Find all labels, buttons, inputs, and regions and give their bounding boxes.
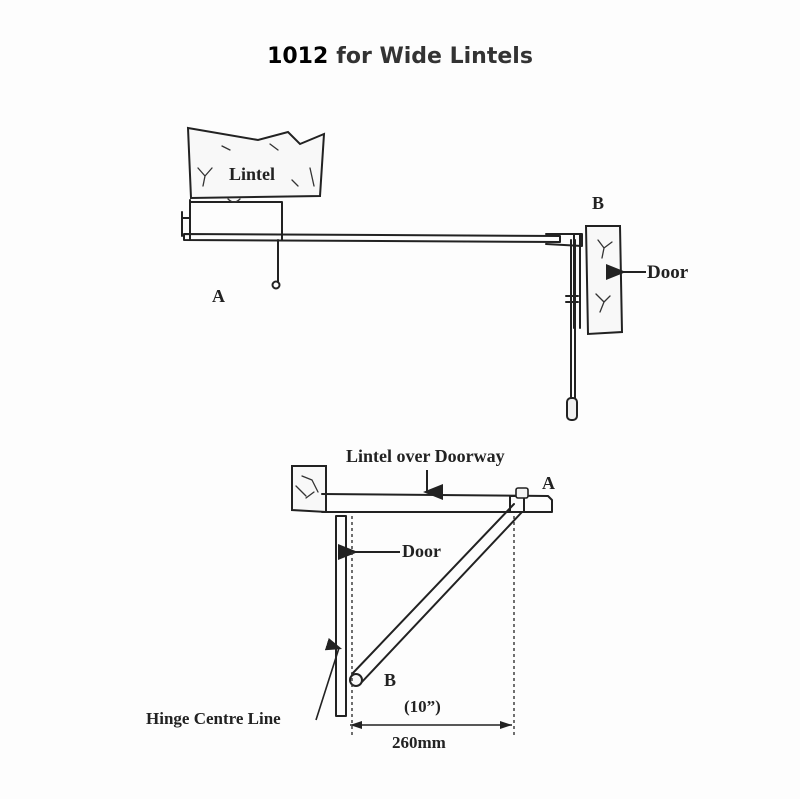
plan-lintel-label: Lintel over Doorway — [346, 446, 505, 466]
plan-arm — [351, 503, 523, 685]
lintel-bracket — [181, 199, 283, 283]
plan-point-a: A — [542, 473, 555, 493]
top-lintel-label: Lintel — [229, 164, 275, 184]
title-text: for Wide Lintels — [336, 44, 533, 69]
top-point-b: B — [592, 193, 604, 213]
hinge-arrow — [315, 638, 343, 721]
dimension-mm: 260mm — [392, 733, 446, 752]
door-fixing — [565, 233, 581, 329]
lintel-hatch — [197, 143, 315, 187]
lintel-mount-curve — [227, 198, 241, 203]
pivot-block — [515, 487, 529, 499]
dimension-arrow-left — [350, 721, 362, 729]
top-point-a: A — [212, 286, 225, 306]
dimension-inches: (10”) — [404, 697, 441, 716]
plan-door-label: Door — [402, 541, 441, 561]
top-door — [584, 225, 624, 336]
dimension-arrow-right — [500, 721, 512, 729]
lintel-block — [186, 126, 326, 200]
diagram-title: 1012 for Wide Lintels — [0, 44, 800, 69]
product-code: 1012 — [267, 44, 329, 69]
top-view: Lintel Door A B — [181, 126, 689, 421]
plan-lintel — [321, 493, 553, 513]
door-hatch — [595, 239, 613, 313]
wall-hatch — [295, 475, 319, 499]
plan-point-b: B — [384, 670, 396, 690]
plan-door — [335, 515, 347, 717]
pivot-a — [271, 280, 281, 290]
top-arm — [183, 233, 561, 243]
pivot-b — [349, 673, 363, 687]
hinge-label: Hinge Centre Line — [146, 709, 281, 728]
wall-block — [291, 465, 327, 514]
plan-view: Lintel over Doorway A B Door Hinge Centr… — [146, 446, 555, 752]
drop-rod — [570, 239, 576, 399]
arm-end — [545, 233, 583, 247]
rod-end — [566, 397, 578, 421]
top-door-label: Door — [647, 262, 689, 283]
